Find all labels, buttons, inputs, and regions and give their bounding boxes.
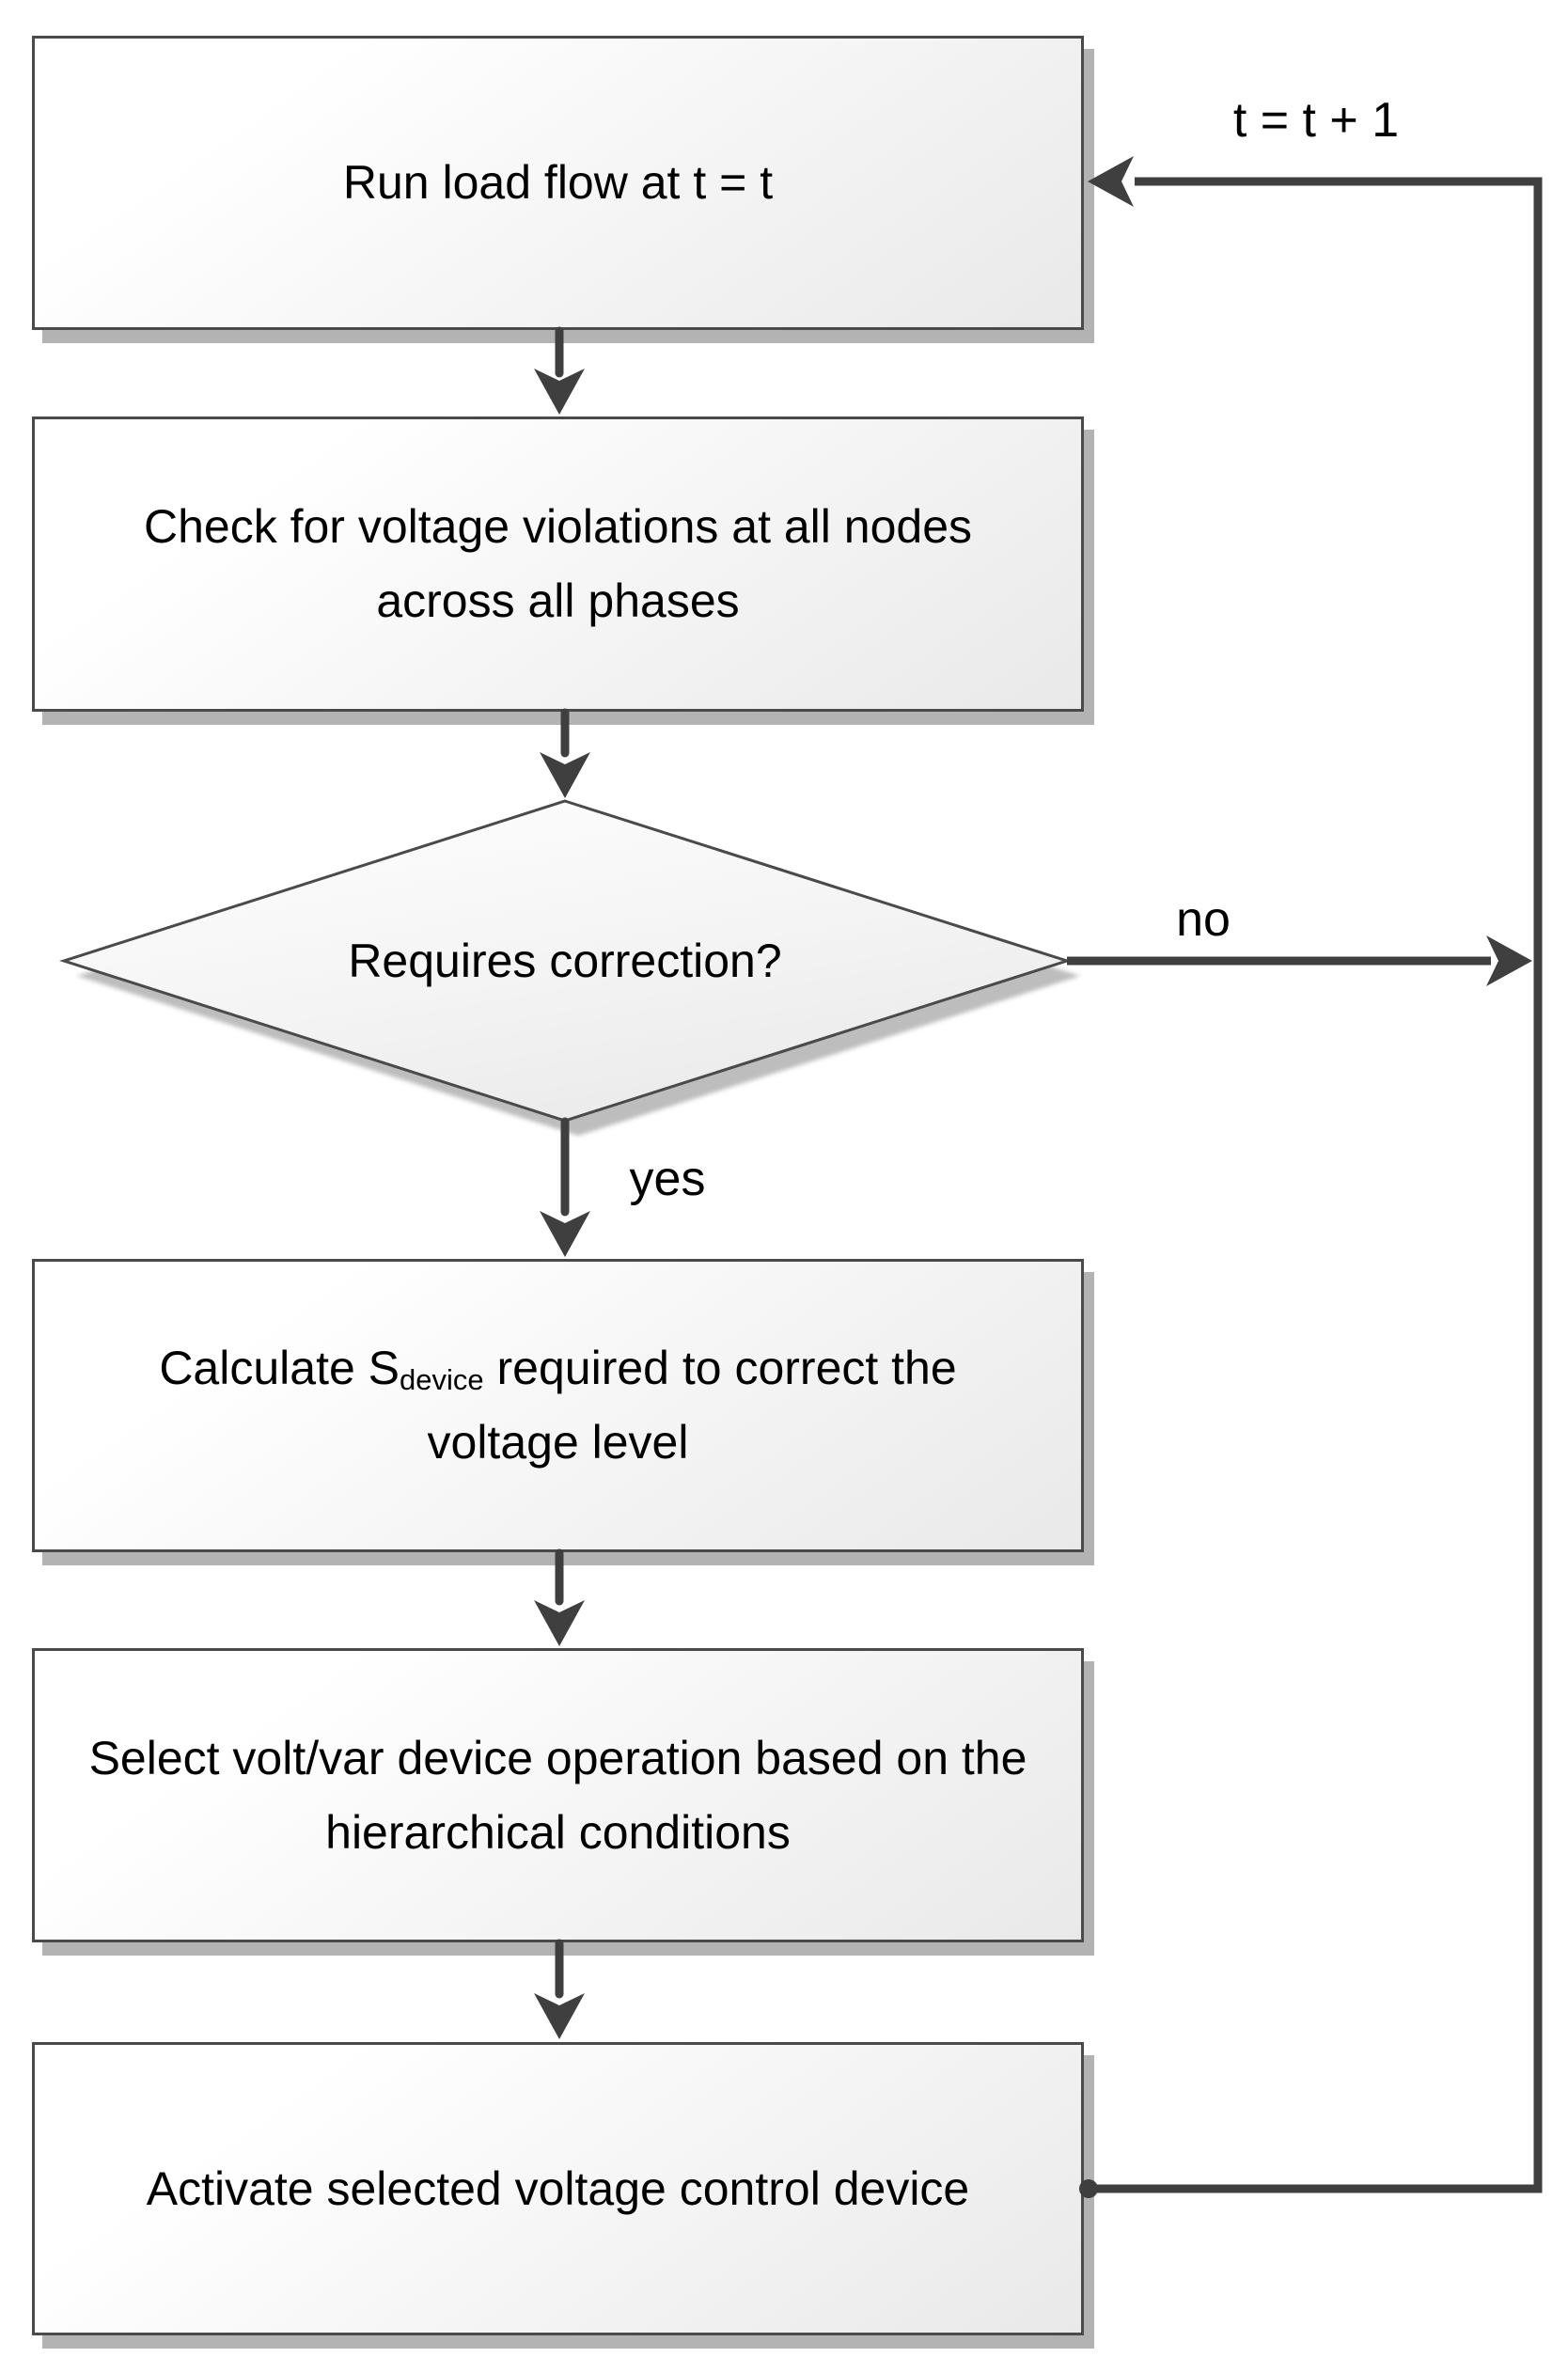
process-box-label: Select volt/var device operation based o… [88,1731,1027,1859]
arrowhead-down-activate [534,1993,585,2039]
edge-label-increment: t = t + 1 [1232,93,1400,148]
arrowhead-left-into-run-box [1088,156,1134,207]
loop-connector [1084,177,1543,2193]
process-box-check-violations: Check for voltage violations at all node… [32,416,1084,712]
decision-label: Requires correction? [348,935,782,987]
label-suffix: required to correct the voltage level [427,1342,957,1469]
process-box-label: Calculate Sdevice required to correct th… [70,1331,1047,1480]
arrowhead-down-select [534,1600,585,1646]
process-box-run-load-flow: Run load flow at t = t [32,36,1084,330]
loop-junction-dot [1079,2179,1098,2198]
label-subscript: device [400,1362,484,1396]
edge-label-no: no [1176,892,1231,947]
arrowhead-right-no-branch [1486,935,1532,986]
process-box-label: Check for voltage violations at all node… [143,500,973,627]
edge-label-yes: yes [629,1152,706,1206]
label-prefix: Calculate S [159,1342,400,1394]
arrowhead-down-calculate [540,1211,590,1257]
arrowhead-down-check [534,369,585,415]
process-box-activate-device: Activate selected voltage control device [32,2042,1084,2335]
process-box-label: Activate selected voltage control device [146,2161,970,2215]
process-box-calculate-s-device: Calculate Sdevice required to correct th… [32,1259,1084,1552]
arrowhead-down-decision [540,752,590,798]
process-box-label: Run load flow at t = t [342,156,774,209]
